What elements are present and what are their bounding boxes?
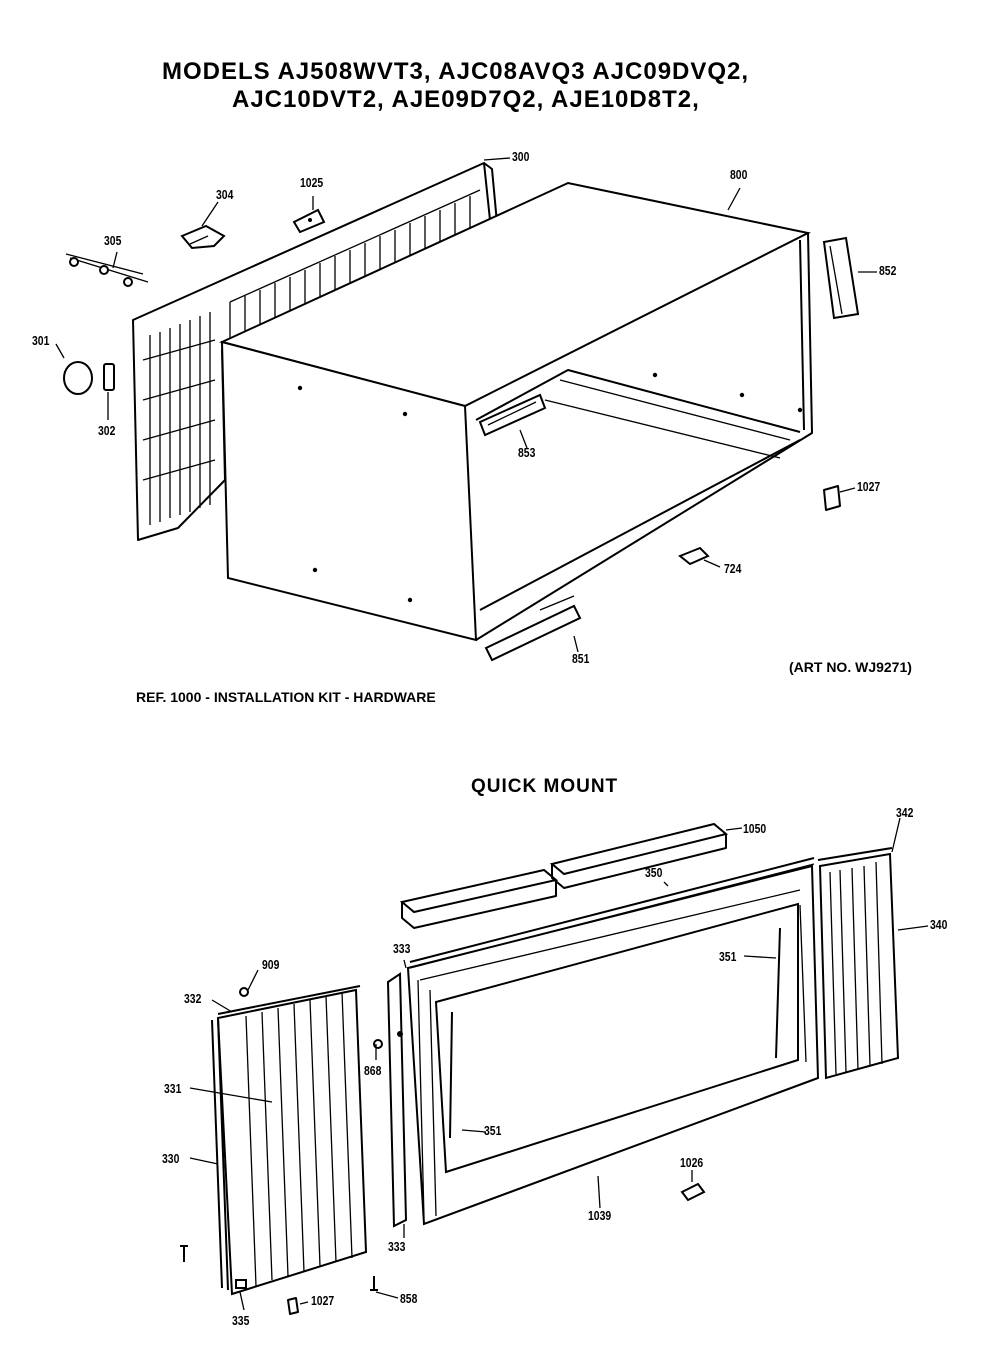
label-part-301: 301 xyxy=(32,333,50,348)
cabinet-800 xyxy=(219,181,813,642)
label-part-868: 868 xyxy=(364,1063,382,1078)
label-part-335: 335 xyxy=(232,1313,250,1328)
label-part-351-lower: 351 xyxy=(484,1123,502,1138)
label-part-305: 305 xyxy=(104,233,122,248)
art-number: (ART NO. WJ9271) xyxy=(789,659,912,675)
label-part-1039: 1039 xyxy=(588,1208,612,1223)
clip-724 xyxy=(678,546,710,566)
label-part-333-bottom: 333 xyxy=(388,1239,406,1254)
section-title-quick-mount: QUICK MOUNT xyxy=(471,776,619,797)
label-part-853: 853 xyxy=(518,445,536,460)
label-part-350: 350 xyxy=(645,865,663,880)
label-part-852: 852 xyxy=(879,263,897,278)
label-part-340: 340 xyxy=(930,917,948,932)
installation-kit-note: REF. 1000 - INSTALLATION KIT - HARDWARE xyxy=(136,689,436,705)
label-part-302: 302 xyxy=(98,423,116,438)
label-part-851: 851 xyxy=(572,651,590,666)
label-part-909: 909 xyxy=(262,957,280,972)
side-channel-333 xyxy=(386,972,408,1228)
label-part-304: 304 xyxy=(216,187,234,202)
screw-858 xyxy=(370,1276,378,1291)
label-part-1025: 1025 xyxy=(300,175,324,190)
label-part-342: 342 xyxy=(896,805,914,820)
label-part-332: 332 xyxy=(184,991,202,1006)
screws-305 xyxy=(65,253,149,287)
label-part-333-top: 333 xyxy=(393,941,411,956)
label-part-724: 724 xyxy=(724,561,742,576)
label-part-1027: 1027 xyxy=(857,479,881,494)
side-strip-852 xyxy=(822,236,860,320)
label-part-300: 300 xyxy=(512,149,530,164)
screw-909 xyxy=(239,987,249,997)
side-curtain-330 xyxy=(211,985,368,1296)
clip-1027 xyxy=(823,485,841,511)
diagram-title-line-1: MODELS AJ508WVT3, AJC08AVQ3 AJC09DVQ2, xyxy=(162,58,750,85)
label-part-1026: 1026 xyxy=(680,1155,704,1170)
foam-seal-1050 xyxy=(399,822,729,929)
label-part-330: 330 xyxy=(162,1151,180,1166)
clip-1027-bottom xyxy=(287,1297,299,1315)
label-part-800: 800 xyxy=(730,167,748,182)
clip-1026 xyxy=(680,1182,706,1202)
diagram-title-line-2: AJC10DVT2, AJE09D7Q2, AJE10D8T2, xyxy=(232,86,700,113)
knob-301 xyxy=(63,361,93,395)
insert-302 xyxy=(103,363,115,391)
label-part-351-upper: 351 xyxy=(719,949,737,964)
label-part-858: 858 xyxy=(400,1291,418,1306)
frame-1039 xyxy=(406,857,820,1226)
screw-868 xyxy=(373,1039,383,1049)
extension-panel-340 xyxy=(817,847,900,1080)
bottom-rail-851 xyxy=(484,595,582,662)
screw-left xyxy=(180,1245,188,1262)
label-part-1050: 1050 xyxy=(743,821,767,836)
clip-1025 xyxy=(292,208,326,234)
label-part-331: 331 xyxy=(164,1081,182,1096)
label-part-1027-bottom: 1027 xyxy=(311,1293,335,1308)
bracket-304 xyxy=(180,224,226,250)
